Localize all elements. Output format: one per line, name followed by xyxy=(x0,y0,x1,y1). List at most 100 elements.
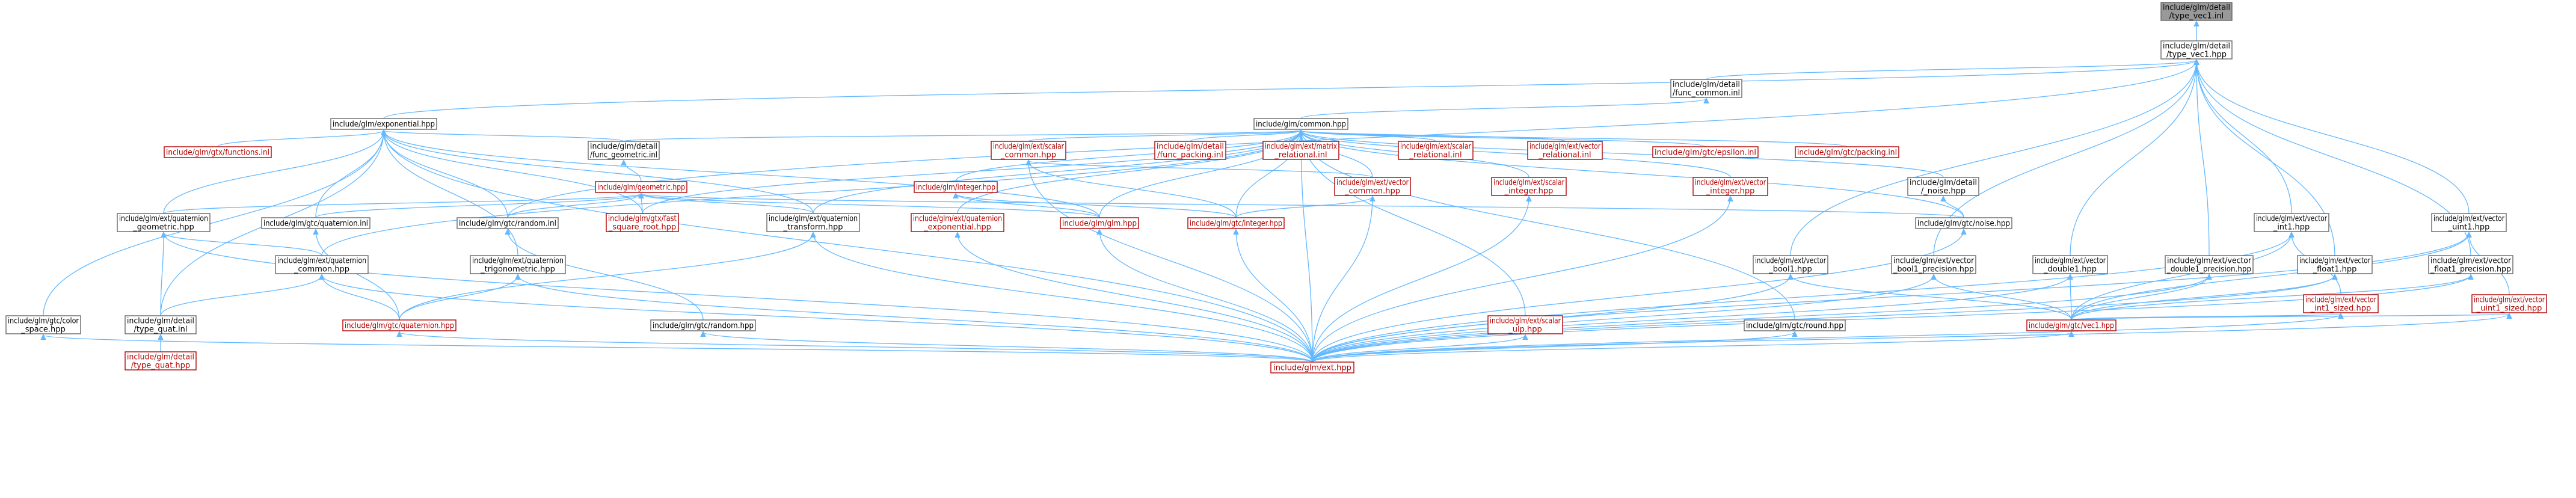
node-box xyxy=(1398,141,1474,160)
edge-quat_common-to-quat_geometric xyxy=(164,233,322,256)
node-gtc-vec1[interactable]: include/glm/gtc/vec1.hpp xyxy=(2026,319,2116,331)
node-label-line: include/glm/exponential.hpp xyxy=(333,120,435,129)
node-type-quat-inl[interactable]: include/glm/detail/type_quat.inl xyxy=(124,315,197,334)
node-ext-scalar-ulp[interactable]: include/glm/ext/scalar_ulp.hpp xyxy=(1487,315,1563,334)
node-box xyxy=(1907,177,1979,196)
node-func-common-inl[interactable]: include/glm/detail/func_common.inl xyxy=(1670,79,1742,98)
node-ext-vector-integer[interactable]: include/glm/ext/vector_integer.hpp xyxy=(1692,177,1768,196)
edge-ext_hpp-to-quat_common xyxy=(322,275,1313,363)
node-label-line: /type_quat.inl xyxy=(134,325,187,334)
node-box xyxy=(914,181,998,193)
node-quat-trig[interactable]: include/glm/ext/quaternion_trigonometric… xyxy=(470,255,566,274)
node-scalar-relational[interactable]: include/glm/ext/scalar_relational.inl xyxy=(1398,141,1474,160)
node-ext-scalar-common[interactable]: include/glm/ext/scalar_common.hpp xyxy=(991,141,1066,160)
node-glm-hpp[interactable]: include/glm/glm.hpp xyxy=(1060,217,1139,229)
node-vec-uint1[interactable]: include/glm/ext/vector_uint1.hpp xyxy=(2431,213,2507,232)
node-quat-geometric[interactable]: include/glm/ext/quaternion_geometric.hpp xyxy=(117,213,211,232)
node-label-line: include/glm/gtc/random.hpp xyxy=(653,322,754,331)
node-label-line: include/glm/ext.hpp xyxy=(1273,364,1351,373)
node-gtc-color-space[interactable]: include/glm/gtc/color_space.hpp xyxy=(5,315,81,334)
node-func-geometric[interactable]: include/glm/detail/func_geometric.inl xyxy=(588,141,660,160)
edge-ext_hpp-to-quat_trig xyxy=(518,275,1313,363)
node-quat-transform[interactable]: include/glm/ext/quaternion_transform.hpp xyxy=(766,213,860,232)
node-box xyxy=(456,217,559,229)
node-label-line: /_noise.hpp xyxy=(1921,187,1966,196)
node-ext-scalar-integer[interactable]: include/glm/ext/scalar_integer.hpp xyxy=(1491,177,1567,196)
node-label-line: include/glm/gtx/functions.inl xyxy=(166,149,269,158)
node-c-noise[interactable]: include/glm/detail/_noise.hpp xyxy=(1907,177,1979,196)
node-quat-common[interactable]: include/glm/ext/quaternion_common.hpp xyxy=(275,255,369,274)
edge-ext_hpp-to-gtc_quaternion_hpp xyxy=(399,332,1313,363)
node-label-line: _bool1_precision.hpp xyxy=(1893,265,1974,274)
node-box xyxy=(2254,213,2329,232)
node-gtc-random-hpp[interactable]: include/glm/gtc/random.hpp xyxy=(650,319,756,331)
node-gtc-epsilon[interactable]: include/glm/gtc/epsilon.inl xyxy=(1652,146,1759,158)
edge-gtc_vec1-to-vec_uint1_sized xyxy=(2071,314,2509,321)
node-matrix-relational[interactable]: include/glm/ext/matrix_relational.inl xyxy=(1262,141,1339,160)
node-gtc-packing[interactable]: include/glm/gtc/packing.inl xyxy=(1795,146,1899,158)
node-vec-float1-prec[interactable]: include/glm/ext/vector_float1_precision.… xyxy=(2428,255,2513,274)
node-box xyxy=(1652,146,1759,158)
node-gtx-functions[interactable]: include/glm/gtx/functions.inl xyxy=(164,146,272,158)
node-box xyxy=(470,255,566,274)
edge-gtc_vec1-to-vec_int1_sized xyxy=(2071,314,2341,321)
edge-ext_hpp-to-ext_scalar_integer xyxy=(1312,197,1529,363)
node-label-line: include/glm/detail xyxy=(127,353,194,362)
edge-gtc_quaternion_hpp-to-gtc_quaternion_inl xyxy=(316,230,400,321)
edge-gtc_integer-to-ext_scalar_common xyxy=(1028,161,1237,218)
node-gtc-quaternion-hpp[interactable]: include/glm/gtc/quaternion.hpp xyxy=(342,319,456,331)
edge-ext_hpp-to-vec_double1 xyxy=(1312,275,2070,363)
node-box xyxy=(1795,146,1899,158)
edge-gtc_vec1-to-vec_float1_prec xyxy=(2071,275,2471,321)
node-quat-exponential[interactable]: include/glm/ext/quaternion_exponential.h… xyxy=(911,213,1004,232)
node-gtx-fast-sqrt[interactable]: include/glm/gtx/fast_square_root.hpp xyxy=(606,213,679,232)
edge-quat_geometric-to-geometric xyxy=(163,194,641,214)
node-label-line: include/glm/detail xyxy=(1673,81,1740,90)
node-label-line: _ulp.hpp xyxy=(1508,325,1542,334)
node-common[interactable]: include/glm/common.hpp xyxy=(1253,118,1348,130)
edge-ext_hpp-to-gtc_vec1 xyxy=(1312,332,2071,363)
node-integer[interactable]: include/glm/integer.hpp xyxy=(914,181,998,193)
node-type-vec1-hpp[interactable]: include/glm/detail/type_vec1.hpp xyxy=(2160,40,2233,60)
node-gtc-noise[interactable]: include/glm/gtc/noise.hpp xyxy=(1915,217,2012,229)
node-ext-hpp[interactable]: include/glm/ext.hpp xyxy=(1270,361,1354,374)
node-gtc-round[interactable]: include/glm/gtc/round.hpp xyxy=(1744,319,1846,331)
node-vec-double1-prec[interactable]: include/glm/ext/vector_double1_precision… xyxy=(2165,255,2254,274)
node-box xyxy=(650,319,756,331)
node-label-line: include/glm/gtc/noise.hpp xyxy=(1917,220,2010,229)
node-box xyxy=(1270,361,1354,374)
node-box xyxy=(275,255,369,274)
node-type-quat-hpp[interactable]: include/glm/detail/type_quat.hpp xyxy=(124,351,197,370)
node-label-line: /func_common.inl xyxy=(1673,89,1740,98)
node-ext-vector-common[interactable]: include/glm/ext/vector_common.hpp xyxy=(1334,177,1411,196)
node-func-packing[interactable]: include/glm/detail/func_packing.inl xyxy=(1154,141,1226,160)
edge-gtc_noise-to-c_noise xyxy=(1943,197,1964,218)
nodes-layer: include/glm/detail/type_vec1.inlinclude/… xyxy=(5,2,2547,374)
node-vec-bool1-prec[interactable]: include/glm/ext/vector_bool1_precision.h… xyxy=(1891,255,1976,274)
node-label-line: include/glm/detail xyxy=(1910,179,1977,188)
node-label-line: _bool1.hpp xyxy=(1768,265,1812,274)
node-gtc-integer[interactable]: include/glm/gtc/integer.hpp xyxy=(1187,217,1285,229)
edge-ext_scalar_common-to-common xyxy=(1028,131,1301,142)
node-vec-float1[interactable]: include/glm/ext/vector_float1.hpp xyxy=(2297,255,2373,274)
node-vec-double1[interactable]: include/glm/ext/vector_double1.hpp xyxy=(2032,255,2108,274)
node-vec-int1-sized[interactable]: include/glm/ext/vector_int1_sized.hpp xyxy=(2303,294,2379,313)
edge-gtc_color_space-to-exponential xyxy=(43,131,384,316)
edge-gtc_random_inl-to-exponential xyxy=(384,131,508,218)
node-vec-int1[interactable]: include/glm/ext/vector_int1.hpp xyxy=(2254,213,2329,232)
node-label-line: include/glm/ext/vector xyxy=(2305,296,2377,305)
node-geometric[interactable]: include/glm/geometric.hpp xyxy=(595,181,687,193)
edge-gtc_integer-to-ext_vector_common xyxy=(1235,197,1373,218)
node-vec-bool1[interactable]: include/glm/ext/vector_bool1.hpp xyxy=(1753,255,1828,274)
node-box xyxy=(1753,255,1828,274)
node-box xyxy=(2428,255,2513,274)
node-gtc-quaternion-inl[interactable]: include/glm/gtc/quaternion.inl xyxy=(261,217,370,229)
edge-quat_transform-to-exponential xyxy=(384,131,814,214)
node-gtc-random-inl[interactable]: include/glm/gtc/random.inl xyxy=(456,217,559,229)
node-label-line: include/glm/ext/quaternion xyxy=(472,257,564,266)
node-vec-uint1-sized[interactable]: include/glm/ext/vector_uint1_sized.hpp xyxy=(2471,294,2547,313)
node-exponential[interactable]: include/glm/exponential.hpp xyxy=(330,118,437,130)
node-vector-relational[interactable]: include/glm/ext/vector_relational.inl xyxy=(1527,141,1603,160)
edge-gtc_quaternion_hpp-to-quat_trig xyxy=(399,275,518,321)
